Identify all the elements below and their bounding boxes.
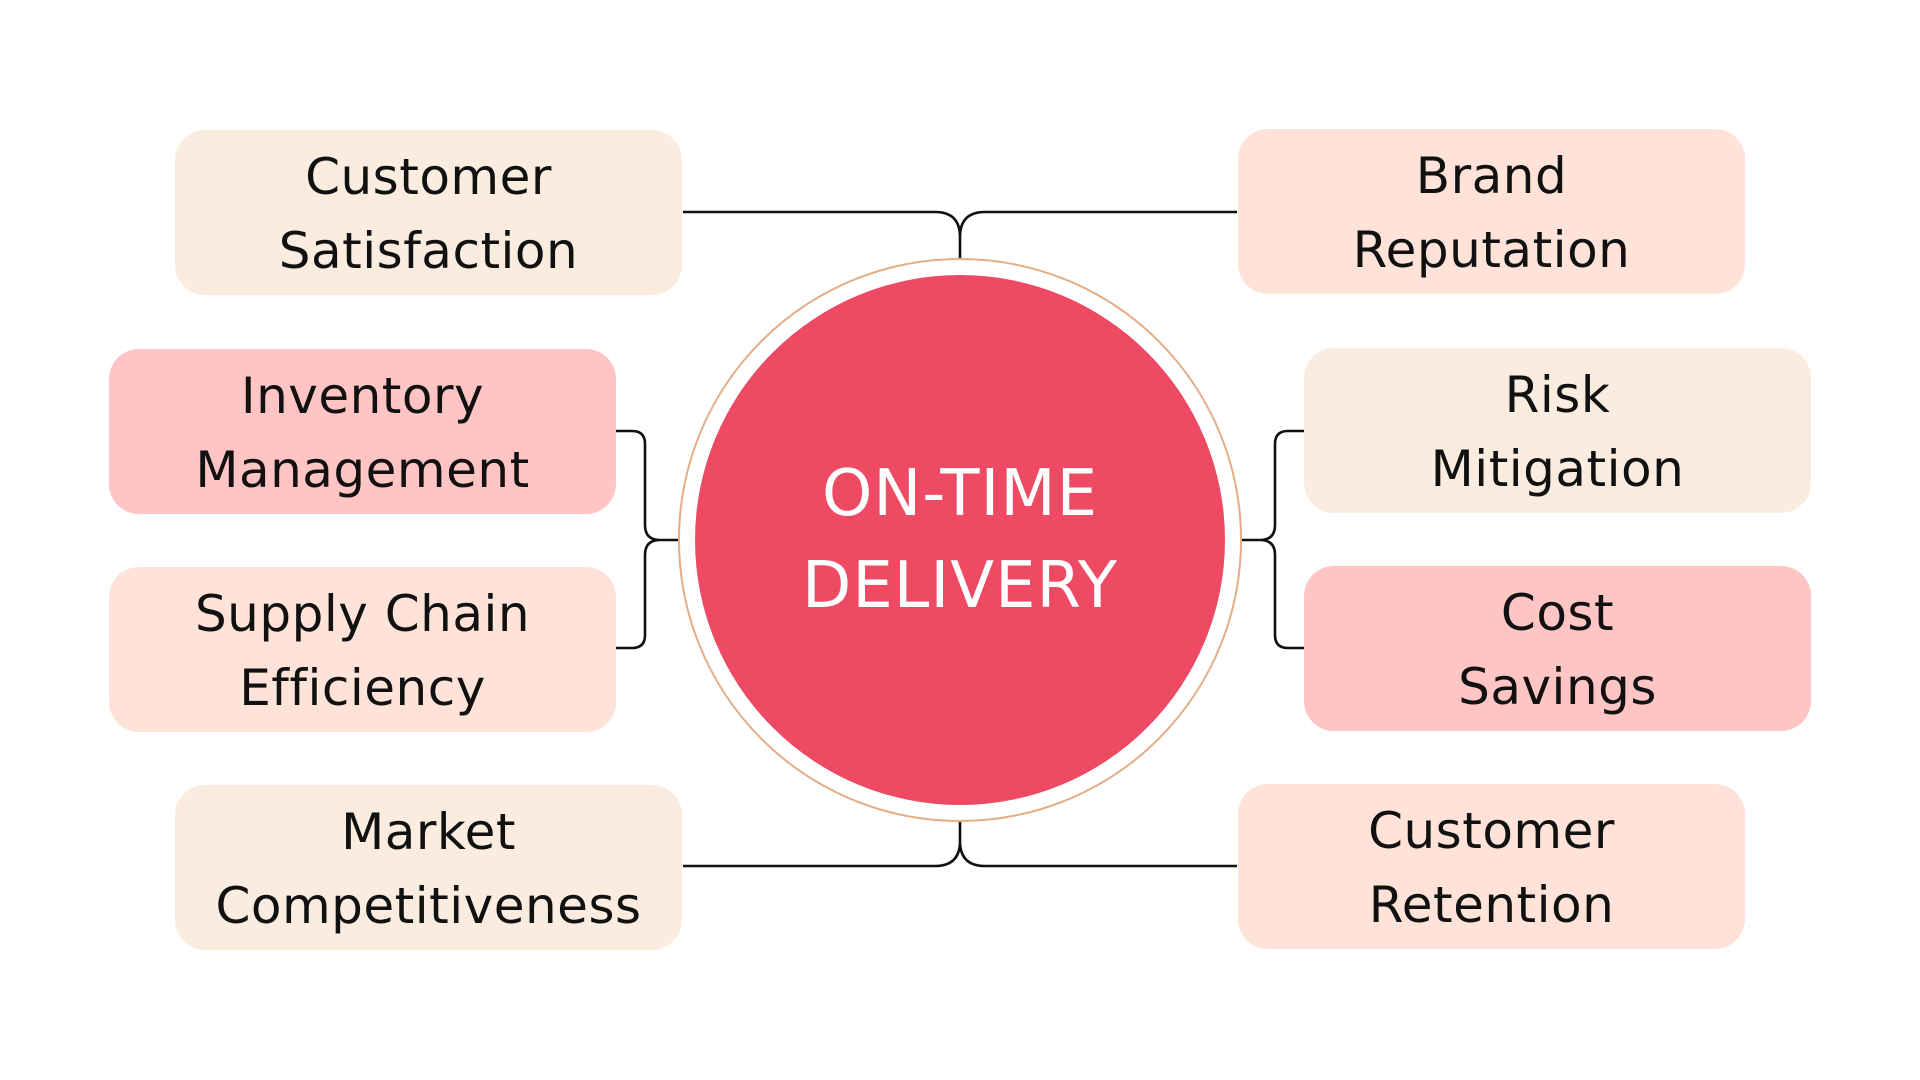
node-label-line: Satisfaction	[278, 221, 579, 280]
node-cost-savings: Cost Savings	[1304, 566, 1811, 731]
node-label-line: Efficiency	[239, 658, 486, 717]
node-label-line: Competitiveness	[215, 876, 642, 935]
node-label-line: Customer	[305, 147, 552, 206]
node-label-line: Brand	[1415, 146, 1568, 205]
node-customer-retention: Customer Retention	[1238, 784, 1745, 949]
hub-title-line1: ON-TIME	[821, 457, 1099, 531]
node-label-line: Inventory	[240, 366, 485, 425]
hub-title-line2: DELIVERY	[802, 549, 1118, 623]
node-brand-reputation: Brand Reputation	[1238, 129, 1745, 294]
node-label-line: Savings	[1458, 657, 1657, 716]
node-label-line: Reputation	[1352, 220, 1631, 279]
node-label-line: Mitigation	[1430, 439, 1685, 498]
connector-top	[683, 210, 1237, 258]
node-customer-satisfaction: Customer Satisfaction	[175, 130, 682, 295]
node-label-line: Risk	[1504, 365, 1611, 424]
node-market-competitiveness: Market Competitiveness	[175, 785, 682, 950]
node-label-line: Customer	[1368, 801, 1615, 860]
node-label-line: Market	[341, 802, 516, 861]
node-label-line: Management	[195, 440, 530, 499]
connector-bottom	[683, 822, 1237, 868]
node-label-line: Retention	[1368, 875, 1615, 934]
connector-left	[616, 429, 678, 650]
connector-right	[1242, 429, 1304, 650]
node-label-line: Cost	[1500, 583, 1615, 642]
node-risk-mitigation: Risk Mitigation	[1304, 348, 1811, 513]
hub-circle: ON-TIME DELIVERY	[695, 275, 1225, 805]
node-supply-chain-efficiency: Supply Chain Efficiency	[109, 567, 616, 732]
node-label-line: Supply Chain	[194, 584, 531, 643]
node-inventory-management: Inventory Management	[109, 349, 616, 514]
